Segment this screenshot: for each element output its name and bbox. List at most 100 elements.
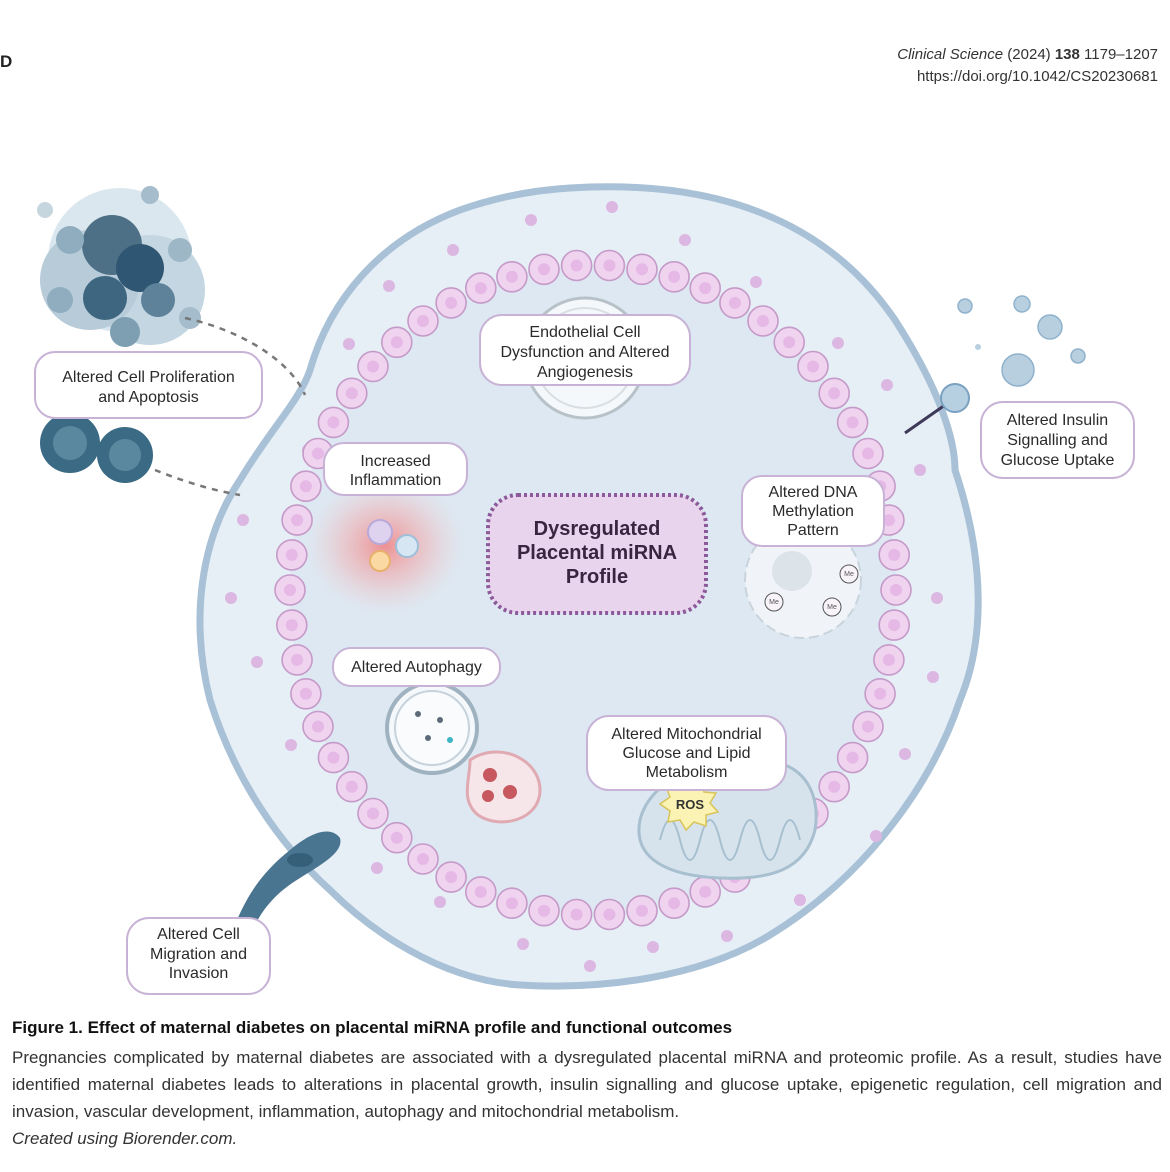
outer-dot — [285, 739, 297, 751]
me-label: Me — [844, 571, 854, 578]
membrane-bead-core — [882, 514, 895, 527]
label-line: Altered Mitochondrial — [611, 726, 761, 743]
outer-dot — [899, 748, 911, 760]
membrane-bead-core — [846, 751, 859, 764]
membrane-bead-core — [312, 447, 324, 460]
journal-doi[interactable]: https://doi.org/10.1042/CS20230681 — [916, 68, 1158, 85]
outer-dots-group — [225, 201, 943, 972]
outer-dot — [251, 656, 263, 668]
membrane-bead-core — [668, 897, 681, 910]
caption-text: Pregnancies complicated by maternal diab… — [12, 1048, 1162, 1121]
center-label-line: Placental miRNA — [517, 542, 677, 564]
label-line: Altered Cell Proliferation — [62, 369, 235, 386]
membrane-bead-core — [417, 315, 429, 327]
label-line: Methylation — [772, 503, 854, 520]
membrane-bead-core — [327, 416, 340, 429]
label-line: Endothelial Cell — [529, 324, 640, 341]
center-label-line: Dysregulated — [534, 518, 661, 540]
bead-ring — [274, 249, 912, 931]
label-line: Pattern — [787, 522, 839, 539]
membrane-bead-core — [538, 263, 550, 276]
dividing-cell-icon — [40, 413, 153, 483]
journal-volume: 138 — [1054, 46, 1080, 63]
membrane-bead-core — [299, 687, 312, 700]
membrane-bead-core — [862, 447, 874, 460]
membrane-bead-core — [783, 336, 796, 349]
outer-dot — [225, 592, 237, 604]
outer-dot — [647, 941, 659, 953]
label-autophagy: Altered Autophagy — [332, 647, 501, 687]
membrane-bead-core — [367, 807, 379, 820]
label-line: Altered DNA — [769, 484, 858, 501]
outer-dot — [750, 276, 762, 288]
membrane-bead-core — [603, 259, 616, 272]
outer-dot — [584, 960, 596, 972]
label-line: Glucose and Lipid — [622, 745, 750, 762]
label-line: Angiogenesis — [537, 364, 633, 381]
autophagosome-icon — [385, 681, 542, 824]
membrane-bead-core — [862, 720, 874, 733]
membrane-bead-core — [474, 885, 487, 898]
caption-credit: Created using Biorender.com. — [12, 1129, 238, 1148]
membrane-bead-core — [636, 904, 648, 917]
label-line: Signalling and — [1007, 432, 1108, 449]
label-methylation: Altered DNA Methylation Pattern — [741, 475, 885, 547]
membrane-bead-core — [828, 780, 841, 793]
outer-dot — [447, 244, 459, 256]
membrane-bead-core — [603, 908, 616, 921]
membrane-bead-core — [874, 687, 887, 700]
membrane-bead-core — [367, 360, 379, 373]
membrane-bead-core — [445, 296, 458, 309]
membrane-bead-core — [390, 336, 403, 349]
label-line: Inflammation — [350, 472, 442, 489]
label-line: Altered Cell — [157, 926, 240, 943]
outer-dot — [343, 338, 355, 350]
me-label: Me — [827, 604, 837, 611]
membrane-bead-core — [882, 653, 895, 666]
center-label-box: Dysregulated Placental miRNA Profile — [486, 493, 708, 615]
figure-caption: Figure 1. Effect of maternal diabetes on… — [12, 1018, 1162, 1152]
label-insulin: Altered Insulin Signalling and Glucose U… — [980, 401, 1135, 479]
membrane-bead-core — [668, 270, 681, 283]
membrane-bead-core — [299, 480, 312, 493]
outer-dot — [931, 592, 943, 604]
migrating-cell-icon — [237, 831, 341, 932]
label-line: and Apoptosis — [98, 389, 199, 406]
outer-dot — [679, 234, 691, 246]
page-section-letter: D — [0, 52, 13, 71]
label-line: Migration and — [150, 946, 247, 963]
label-line: Increased — [360, 453, 430, 470]
outer-dot — [927, 671, 939, 683]
label-inflammation: Increased Inflammation — [323, 442, 468, 496]
cell-cluster-icon — [37, 186, 205, 347]
membrane-bead-core — [327, 751, 340, 764]
label-line: Invasion — [169, 965, 229, 982]
connector-line — [184, 316, 307, 396]
membrane-bead-core — [345, 387, 358, 400]
journal-pages: 1179–1207 — [1084, 46, 1158, 63]
membrane-bead-core — [345, 780, 358, 793]
outer-dot — [434, 896, 446, 908]
me-label: Me — [769, 599, 779, 606]
journal-name: Clinical Science — [897, 46, 1004, 63]
label-line: Glucose Uptake — [1001, 452, 1115, 469]
membrane-bead-core — [888, 619, 901, 632]
membrane-bead-core — [636, 263, 648, 276]
inflammation-icon — [305, 475, 465, 615]
membrane-bead-core — [728, 296, 741, 309]
label-line: Dysfunction and Altered — [501, 344, 670, 361]
label-migration: Altered Cell Migration and Invasion — [126, 917, 271, 995]
membrane-bead-core — [312, 720, 324, 733]
membrane-bead-core — [570, 259, 583, 272]
journal-citation: Clinical Science (2024) 138 1179–1207 ht… — [897, 44, 1158, 88]
outer-dot — [721, 930, 733, 942]
membrane-bead-core — [505, 270, 518, 283]
ros-burst-icon: ROS — [658, 778, 720, 832]
outer-dot — [237, 514, 249, 526]
outer-dot — [870, 830, 882, 842]
outer-dot — [606, 201, 618, 213]
journal-line: Clinical Science (2024) 138 1179–1207 — [897, 44, 1158, 66]
label-endothelial: Endothelial Cell Dysfunction and Altered… — [479, 314, 691, 386]
outer-dot — [371, 862, 383, 874]
outer-dot — [881, 379, 893, 391]
